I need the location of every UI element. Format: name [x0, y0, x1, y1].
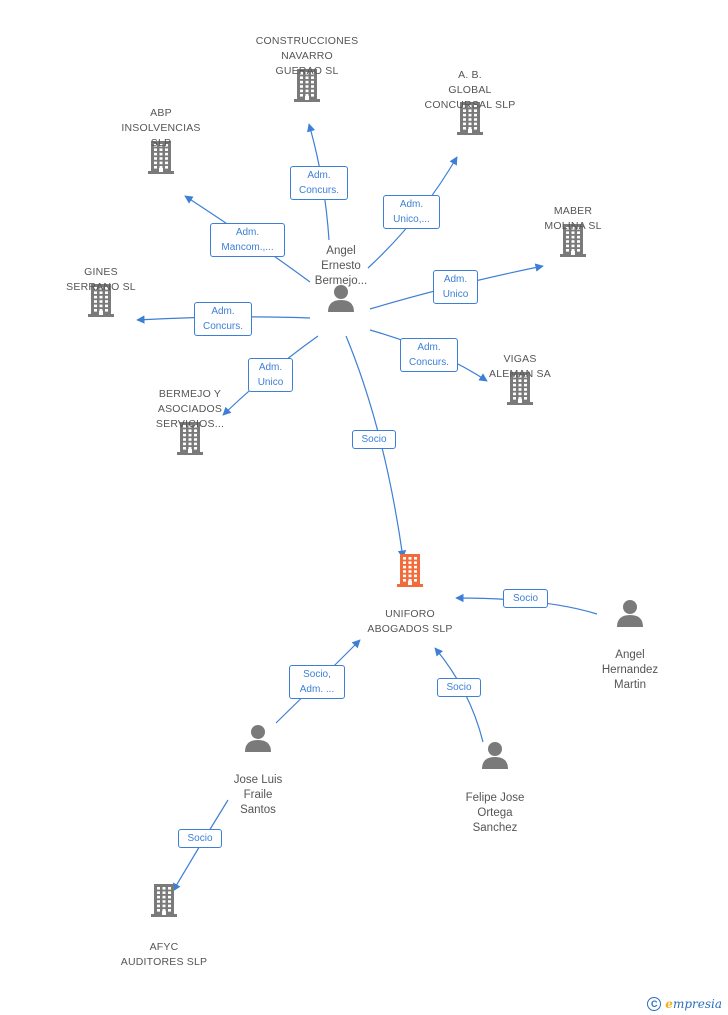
building-icon[interactable]	[149, 883, 179, 922]
relation-label[interactable]: Adm. Mancom.,...	[210, 223, 285, 257]
building-icon[interactable]	[455, 101, 485, 140]
person-icon[interactable]	[326, 283, 356, 318]
empresia-logo: C empresia	[647, 997, 722, 1011]
relation-label[interactable]: Adm. Concurs.	[400, 338, 458, 372]
company-label-uniforo[interactable]: UNIFORO ABOGADOS SLP	[367, 608, 453, 635]
company-label-gines-serrano[interactable]: GINES SERRANO SL	[66, 266, 136, 293]
relation-label[interactable]: Adm. Unico,...	[383, 195, 440, 229]
relation-label[interactable]: Adm. Unico	[248, 358, 293, 392]
building-icon[interactable]	[395, 553, 425, 592]
relation-label[interactable]: Socio, Adm. ...	[289, 665, 345, 699]
building-icon[interactable]	[86, 283, 116, 322]
relation-label[interactable]: Socio	[178, 829, 222, 848]
person-label-angel-bermejo[interactable]: Angel Ernesto Bermejo...	[314, 245, 368, 287]
relation-label[interactable]: Adm. Concurs.	[194, 302, 252, 336]
company-label-vigas-aleman[interactable]: VIGAS ALEMAN SA	[489, 353, 551, 380]
company-label-afyc-auditores[interactable]: AFYC AUDITORES SLP	[120, 941, 208, 968]
company-label-construcciones-navarro[interactable]: CONSTRUCCIONES NAVARRO GUERAO SL	[255, 35, 359, 77]
company-label-abp-insolvencias[interactable]: ABP INSOLVENCIAS SLP	[121, 107, 201, 149]
person-label-angel-hernandez[interactable]: Angel Hernandez Martin	[601, 649, 659, 691]
relation-label[interactable]: Adm. Unico	[433, 270, 478, 304]
company-label-ab-global[interactable]: A. B. GLOBAL CONCURSAL SLP	[424, 69, 516, 111]
company-label-bermejo-asociados[interactable]: BERMEJO Y ASOCIADOS SERVICIOS...	[155, 388, 225, 430]
person-label-jose-luis-fraile[interactable]: Jose Luis Fraile Santos	[233, 774, 283, 816]
building-icon[interactable]	[505, 371, 535, 410]
building-icon[interactable]	[292, 68, 322, 107]
person-icon[interactable]	[615, 598, 645, 633]
relation-label[interactable]: Adm. Concurs.	[290, 166, 348, 200]
building-icon[interactable]	[175, 421, 205, 460]
relation-label[interactable]: Socio	[437, 678, 481, 697]
person-icon[interactable]	[480, 740, 510, 775]
company-label-maber-molina[interactable]: MABER MOLINA SL	[544, 205, 602, 232]
copyright-icon: C	[647, 997, 662, 1011]
brand-name: empresia	[665, 997, 722, 1011]
person-icon[interactable]	[243, 723, 273, 758]
relation-label[interactable]: Socio	[503, 589, 548, 608]
relation-label[interactable]: Socio	[352, 430, 396, 449]
building-icon[interactable]	[146, 140, 176, 179]
building-icon[interactable]	[558, 223, 588, 262]
person-label-felipe-ortega[interactable]: Felipe Jose Ortega Sanchez	[465, 792, 525, 834]
